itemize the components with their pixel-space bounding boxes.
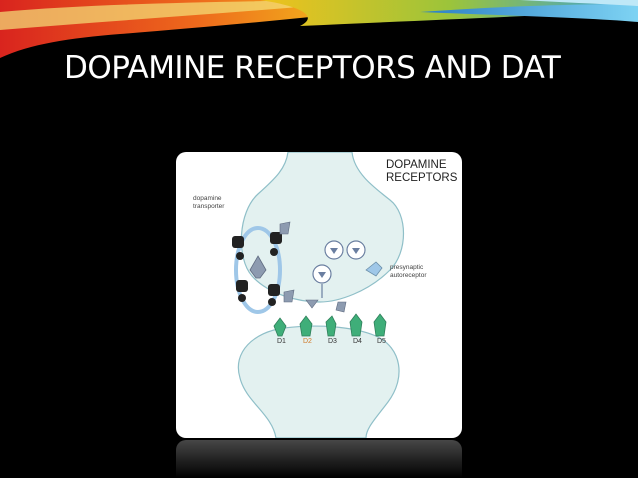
figure-heading-line2: RECEPTORS bbox=[386, 172, 458, 184]
receptor-label-d5: D5 bbox=[377, 338, 386, 345]
receptor-d4 bbox=[349, 313, 363, 337]
synapse-diagram bbox=[232, 152, 405, 438]
dopamine-molecules bbox=[279, 221, 347, 313]
receptor-row bbox=[273, 313, 387, 337]
autoreceptor-symbol bbox=[365, 261, 383, 277]
autoreceptor-label-line1: presynaptic bbox=[390, 264, 424, 271]
autoreceptor-label-line2: autoreceptor bbox=[390, 271, 427, 279]
transporter-ring bbox=[234, 226, 282, 314]
receptor-d2 bbox=[299, 315, 313, 337]
transporter-proteins bbox=[232, 232, 282, 306]
figure-heading-line1: DOPAMINE bbox=[386, 159, 447, 171]
receptor-d1 bbox=[273, 317, 287, 337]
presynaptic-terminal bbox=[240, 152, 405, 303]
card-reflection bbox=[176, 440, 462, 478]
autoreceptor-label: presynaptic autoreceptor bbox=[390, 264, 427, 279]
receptor-d3 bbox=[325, 315, 337, 337]
postsynaptic-terminal bbox=[237, 325, 400, 438]
receptor-label-d4: D4 bbox=[353, 338, 362, 345]
transporter-label-line2: transporter bbox=[193, 202, 225, 210]
receptor-d5 bbox=[373, 313, 387, 337]
figure-heading: DOPAMINE RECEPTORS bbox=[386, 159, 457, 185]
transporter-label: dopamine transporter bbox=[193, 195, 224, 210]
receptor-label-d3: D3 bbox=[328, 338, 337, 345]
slide-title: DOPAMINE RECEPTORS AND DAT bbox=[64, 50, 561, 86]
decorative-banner bbox=[0, 0, 638, 58]
transporter-label-line1: dopamine bbox=[193, 195, 222, 202]
receptor-label-d2: D2 bbox=[303, 338, 312, 345]
receptor-label-d1: D1 bbox=[277, 338, 286, 345]
vesicles bbox=[312, 240, 366, 284]
synapse-figure: DOPAMINE RECEPTORS dopamine transporter … bbox=[176, 152, 462, 438]
dopamine-molecule bbox=[249, 255, 267, 279]
